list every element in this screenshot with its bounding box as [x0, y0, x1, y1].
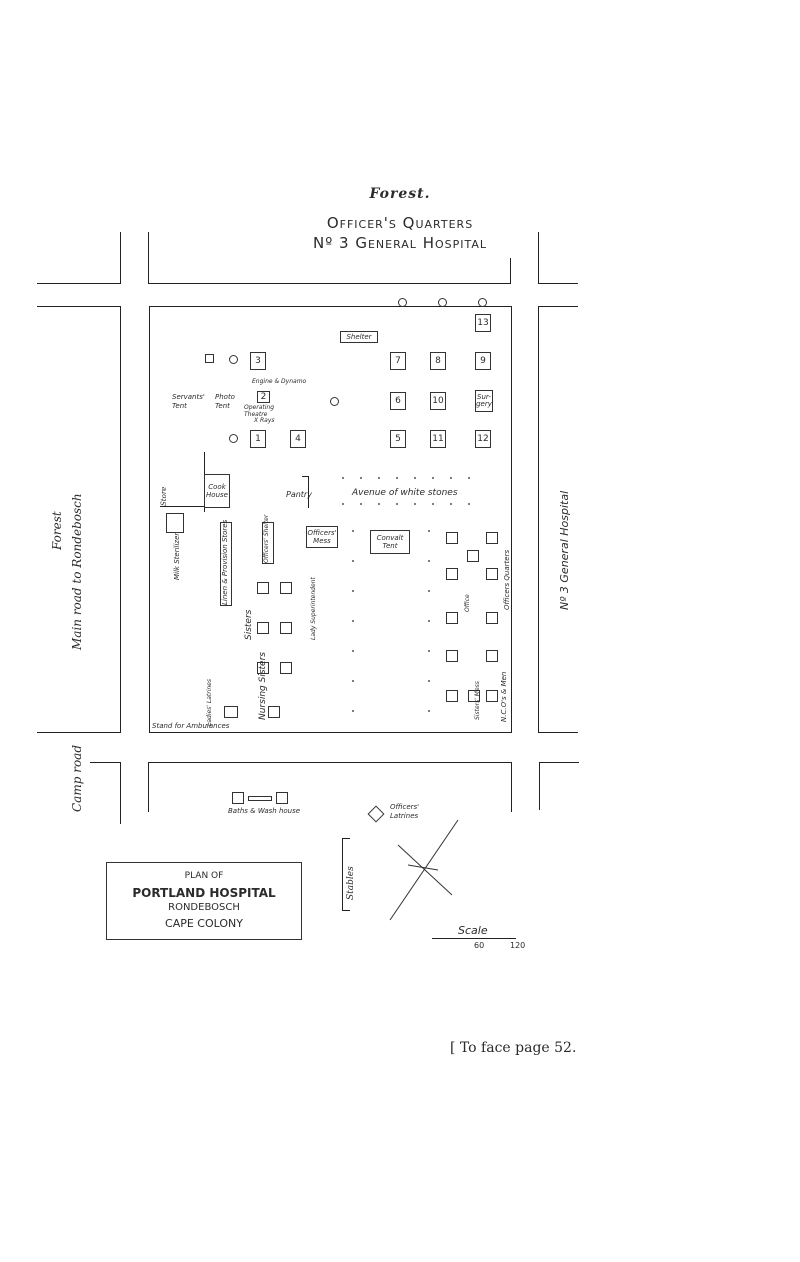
- surgery-box: Sur-gery: [475, 390, 493, 412]
- photo-tent-label: Photo Tent: [215, 393, 235, 410]
- tent-11: 11: [430, 430, 446, 448]
- stables-label: Stables: [346, 866, 356, 900]
- officers-latrines-label: Officers' Latrines: [390, 803, 420, 820]
- tent-9: 9: [475, 352, 491, 370]
- scale-120-label: 120: [510, 941, 526, 950]
- store-label: Store: [160, 486, 168, 506]
- quarters-hut: [446, 532, 458, 544]
- quarters-hut: [486, 690, 498, 702]
- officers-shelter-box: [262, 522, 274, 564]
- forest-side-label: Forest: [50, 511, 64, 550]
- convalescent-tent-box: Convalt Tent: [370, 530, 410, 554]
- lady-superintendent-label: Lady Superintendent: [310, 577, 317, 640]
- main-road-label: Main road to Rondebosch: [70, 493, 84, 650]
- office-label: Office: [464, 594, 471, 612]
- scale-label: Scale: [458, 924, 488, 937]
- marker-circle: [229, 434, 238, 443]
- officers-quarters-label: Officers Quarters: [503, 549, 511, 610]
- store-box: [166, 513, 184, 533]
- baths-label: Baths & Wash house: [228, 807, 301, 815]
- quarters-hut: [467, 550, 479, 562]
- ladies-latrines-label: Ladies' Latrines: [206, 679, 213, 726]
- quarters-hut: [468, 690, 480, 702]
- operating-theatre-label: Operating Theatre: [244, 404, 274, 418]
- title-officers-quarters: Officer's Quarters: [326, 214, 474, 232]
- tent-8: 8: [430, 352, 446, 370]
- pantry-label: Pantry: [286, 490, 312, 499]
- tent-2: 2: [257, 391, 270, 403]
- sisters-hut: [257, 622, 269, 634]
- plan-line-1: PLAN OF: [184, 871, 224, 881]
- stand-ambulances-label: Stand for Ambulances: [152, 722, 230, 730]
- sisters-label: Sisters: [244, 609, 254, 640]
- sisters-hut: [280, 582, 292, 594]
- scale-60-label: 60: [474, 941, 485, 950]
- marker-circle: [330, 397, 339, 406]
- plan-line-4: CAPE COLONY: [165, 917, 243, 930]
- tent-6: 6: [390, 392, 406, 410]
- tent-1: 1: [250, 430, 266, 448]
- tent-7: 7: [390, 352, 406, 370]
- marker-circle: [229, 355, 238, 364]
- sisters-hut: [280, 622, 292, 634]
- compass-rose-icon: [389, 819, 459, 921]
- sisters-hut: [257, 662, 269, 674]
- cook-house-box: Cook House: [204, 474, 230, 508]
- marker-circle: [478, 298, 487, 307]
- sisters-hut: [257, 582, 269, 594]
- linen-stores-label: Linen & Provision Stores: [221, 519, 229, 605]
- quarters-hut: [446, 568, 458, 580]
- nursing-sisters-label: Nursing Sisters: [258, 652, 268, 720]
- officers-shelter-label: Officers' Shelter: [263, 514, 270, 563]
- ladies-latrines-box: [224, 706, 238, 718]
- avenue-label: Avenue of white stones: [352, 488, 458, 498]
- sisters-hut: [268, 706, 280, 718]
- marker-circle: [438, 298, 447, 307]
- footer-caption: [ To face page 52.: [450, 1040, 577, 1056]
- servants-tent-label: Servants' Tent: [172, 393, 205, 410]
- nco-men-label: N.C.O's & Men: [500, 671, 508, 722]
- milk-sterilizer-label: Milk Sterilizer: [173, 532, 181, 580]
- sisters-hut: [280, 662, 292, 674]
- linen-stores-box: [220, 522, 232, 606]
- bath-hut: [232, 792, 244, 804]
- small-hut: [205, 354, 214, 363]
- camp-road-label: Camp road: [70, 744, 84, 812]
- plan-line-2: PORTLAND HOSPITAL: [132, 886, 276, 900]
- marker-circle: [398, 298, 407, 307]
- bath-hut: [276, 792, 288, 804]
- quarters-hut: [486, 650, 498, 662]
- tent-12: 12: [475, 430, 491, 448]
- x-rays-label: X Rays: [254, 417, 275, 424]
- tent-4: 4: [290, 430, 306, 448]
- title-general-hospital: Nº 3 General Hospital: [312, 234, 488, 252]
- wash-house: [248, 796, 272, 801]
- quarters-hut: [486, 532, 498, 544]
- quarters-hut: [446, 690, 458, 702]
- quarters-hut: [486, 568, 498, 580]
- tent-5: 5: [390, 430, 406, 448]
- quarters-hut: [446, 612, 458, 624]
- tent-3: 3: [250, 352, 266, 370]
- forest-label: Forest.: [369, 186, 431, 202]
- shelter-box: Shelter: [340, 331, 378, 343]
- quarters-hut: [446, 650, 458, 662]
- engine-label: Engine & Dynamo: [252, 378, 307, 385]
- tent-10: 10: [430, 392, 446, 410]
- quarters-hut: [486, 612, 498, 624]
- plan-line-3: RONDEBOSCH: [168, 902, 240, 913]
- general-hospital-side-label: Nº 3 General Hospital: [558, 490, 571, 610]
- officers-mess-box: Officers' Mess: [306, 526, 338, 548]
- plan-cartouche: PLAN OF PORTLAND HOSPITAL RONDEBOSCH CAP…: [106, 862, 302, 940]
- sisters-mess-label: Sisters' Mess: [474, 681, 481, 720]
- tent-13: 13: [475, 314, 491, 332]
